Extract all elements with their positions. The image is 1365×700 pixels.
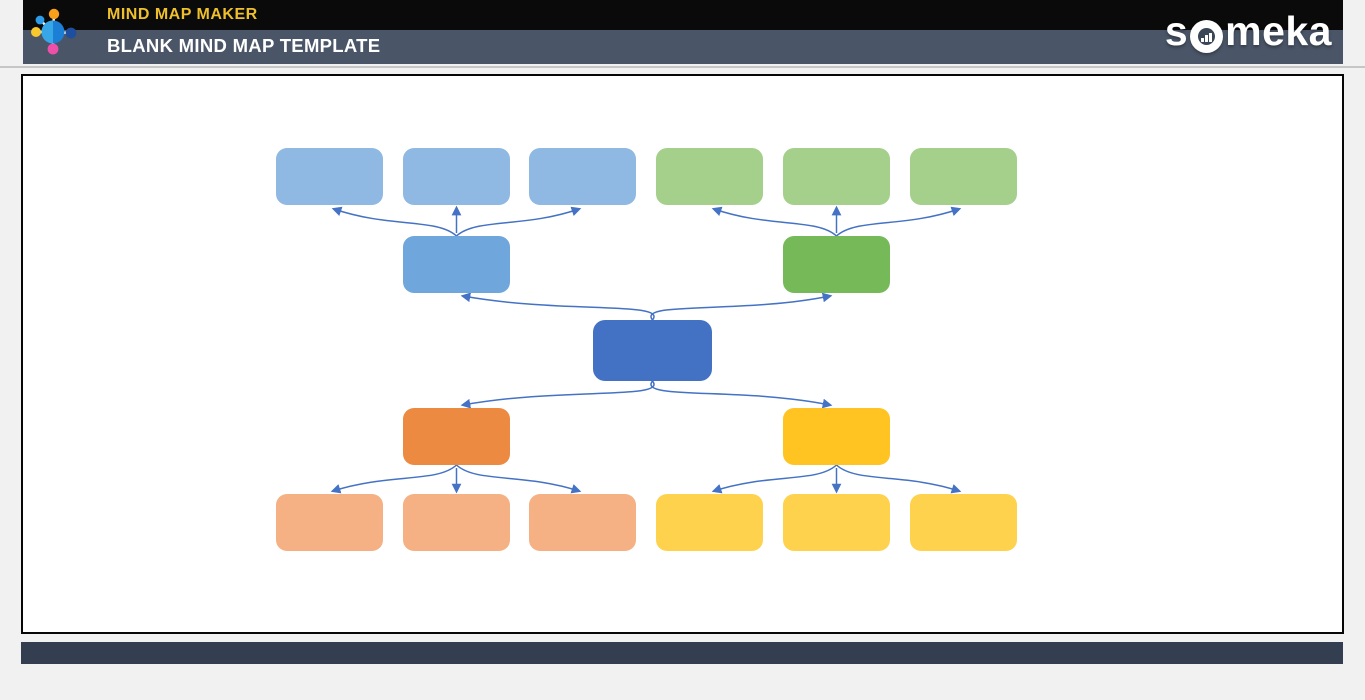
sheet-title: BLANK MIND MAP TEMPLATE: [107, 35, 381, 56]
brand-text-suffix: meka: [1225, 8, 1332, 54]
brand-bar-chart-icon: [1190, 20, 1224, 53]
brand-text-prefix: s: [1164, 8, 1189, 54]
mindmap-canvas[interactable]: [21, 74, 1344, 634]
header-top-bar: [23, 0, 1343, 30]
header-bottom-bar: [23, 30, 1343, 64]
node-leaf-bottom-left-2[interactable]: [403, 494, 510, 551]
connector-arrows: [330, 205, 962, 494]
node-leaf-top-right-2[interactable]: [783, 148, 890, 205]
node-leaf-top-left-3[interactable]: [529, 148, 636, 205]
node-central-topic[interactable]: [593, 320, 712, 381]
node-branch-bottom-left[interactable]: [403, 408, 510, 465]
node-leaf-top-right-1[interactable]: [656, 148, 763, 205]
node-branch-top-right[interactable]: [783, 236, 890, 293]
someka-logo: s meka: [1165, 10, 1332, 53]
header-divider: [0, 66, 1365, 68]
node-leaf-top-left-2[interactable]: [403, 148, 510, 205]
node-leaf-top-right-3[interactable]: [910, 148, 1017, 205]
node-leaf-bottom-right-3[interactable]: [910, 494, 1017, 551]
node-leaf-bottom-left-3[interactable]: [529, 494, 636, 551]
node-leaf-bottom-right-1[interactable]: [656, 494, 763, 551]
node-leaf-bottom-right-2[interactable]: [783, 494, 890, 551]
mind-map-logo-icon: [31, 8, 77, 55]
node-branch-bottom-right[interactable]: [783, 408, 890, 465]
node-leaf-bottom-left-1[interactable]: [276, 494, 383, 551]
node-branch-top-left[interactable]: [403, 236, 510, 293]
node-leaf-top-left-1[interactable]: [276, 148, 383, 205]
footer-bar: [21, 642, 1343, 664]
app-title: MIND MAP MAKER: [107, 6, 258, 23]
